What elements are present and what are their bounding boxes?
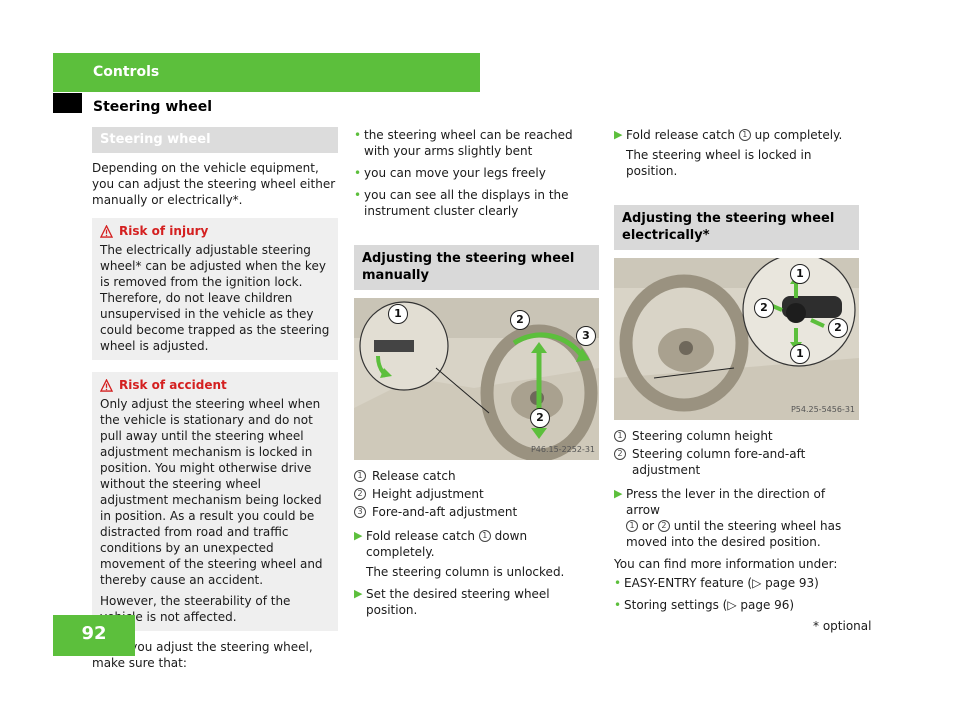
legend-item: 1 Steering column height [614, 428, 859, 444]
section-marker [53, 93, 82, 113]
intro-text: Depending on the vehicle equipment, you … [92, 161, 336, 207]
legend-text: Steering column height [632, 429, 773, 443]
figure-code: P46.15-2252-31 [530, 444, 595, 454]
bullet-icon: • [614, 576, 622, 590]
steering-wheel-manual-figure: 1 2 3 2 P46.15-2252-31 [354, 298, 599, 460]
instruction-step: ▶ Fold release catch 1 down completely. [354, 528, 599, 560]
number-icon: 1 [738, 128, 751, 141]
arrow-icon: ▶ [614, 487, 623, 500]
callout-1: 1 [790, 264, 810, 284]
section-band: Adjusting the steering wheel electricall… [614, 205, 859, 250]
chapter-bar [53, 53, 480, 92]
steering-wheel-illustration [354, 298, 599, 460]
step-text: up completely. [754, 128, 843, 142]
column-1: Steering wheel Depending on the vehicle … [92, 127, 338, 671]
list-item: •you can see all the displays in the ins… [354, 187, 599, 219]
reference-link[interactable]: EASY-ENTRY feature (▷ page 93) [624, 576, 819, 590]
reference-link[interactable]: Storing settings (▷ page 96) [624, 598, 795, 612]
warning-text: Only adjust the steering wheel when the … [100, 397, 323, 587]
warning-title: Risk of injury [119, 224, 209, 238]
reference-item: •EASY-ENTRY feature (▷ page 93) [614, 575, 859, 591]
band-title: Steering wheel [100, 132, 211, 147]
legend-item: 2 Steering column fore-and-aft adjustment [614, 446, 859, 478]
outro-text: When you adjust the steering wheel, make… [92, 640, 313, 670]
number-icon: 1 [478, 529, 491, 542]
warning-header: Risk of injury [100, 223, 332, 239]
number-icon: 2 [354, 488, 366, 500]
bullet-text: the steering wheel can be reached with y… [364, 128, 573, 158]
legend-text: Height adjustment [372, 487, 484, 501]
arrow-icon: ▶ [614, 128, 623, 141]
instruction-step: ▶ Press the lever in the direction of ar… [614, 486, 859, 550]
chapter-title: Controls [93, 64, 160, 80]
step-text: Fold release catch [366, 529, 476, 543]
page-number: 92 [81, 623, 107, 644]
callout-1: 1 [790, 344, 810, 364]
callout-2: 2 [754, 298, 774, 318]
instruction-step: ▶ Set the desired steering wheel positio… [354, 586, 599, 618]
warning-title: Risk of accident [119, 378, 227, 392]
legend-text: Release catch [372, 469, 456, 483]
page-number-tab [53, 615, 135, 656]
number-icon: 3 [354, 506, 366, 518]
callout-2: 2 [530, 408, 550, 428]
section-title: Steering wheel [93, 99, 213, 115]
legend-text: Steering column fore-and-aft adjustment [632, 447, 806, 477]
bullet-text: you can see all the displays in the inst… [364, 188, 569, 218]
bullet-icon: • [354, 128, 362, 142]
callout-2: 2 [828, 318, 848, 338]
number-icon: 1 [354, 470, 366, 482]
step-text: or [641, 519, 655, 533]
bullet-icon: • [614, 598, 622, 612]
warning-text: The electrically adjustable steering whe… [100, 243, 330, 353]
instruction-step: ▶ Fold release catch 1 up completely. [614, 127, 859, 143]
step-text: Set the desired steering wheel position. [366, 587, 550, 617]
callout-2: 2 [510, 310, 530, 330]
band-title: Adjusting the steering wheel manually [362, 251, 575, 283]
reference-item: •Storing settings (▷ page 96) [614, 597, 859, 613]
bullet-text: you can move your legs freely [364, 166, 546, 180]
legend-item: 3 Fore-and-aft adjustment [354, 504, 599, 520]
step-text: Press the lever in the direction of arro… [626, 487, 826, 517]
warning-triangle-icon [100, 378, 113, 392]
legend-item: 1 Release catch [354, 468, 599, 484]
warning-box-injury: Risk of injury The electrically adjustab… [92, 218, 338, 360]
bullet-icon: • [354, 166, 362, 180]
section-band: Steering wheel [92, 127, 338, 153]
more-info-text: You can find more information under: [614, 557, 838, 571]
list-item: •the steering wheel can be reached with … [354, 127, 599, 159]
callout-1: 1 [388, 304, 408, 324]
legend-item: 2 Height adjustment [354, 486, 599, 502]
step-text: Fold release catch [626, 128, 736, 142]
step-text: until the steering wheel has moved into … [626, 519, 842, 549]
column-3: ▶ Fold release catch 1 up completely. Th… [614, 127, 859, 619]
number-icon: 2 [657, 519, 670, 532]
list-item: •you can move your legs freely [354, 165, 599, 181]
warning-box-accident: Risk of accident Only adjust the steerin… [92, 372, 338, 631]
steering-wheel-electric-figure: 1 2 2 1 P54.25-5456-31 [614, 258, 859, 420]
steering-wheel-illustration [614, 258, 859, 420]
footnote: * optional [813, 619, 872, 633]
column-2: •the steering wheel can be reached with … [354, 127, 599, 618]
warning-header: Risk of accident [100, 377, 332, 393]
legend-text: Fore-and-aft adjustment [372, 505, 518, 519]
band-title: Adjusting the steering wheel electricall… [622, 211, 835, 243]
step-note: The steering wheel is locked in position… [626, 148, 812, 178]
warning-triangle-icon [100, 224, 113, 238]
step-note: The steering column is unlocked. [366, 565, 565, 579]
bullet-icon: • [354, 188, 362, 202]
section-band: Adjusting the steering wheel manually [354, 245, 599, 290]
callout-3: 3 [576, 326, 596, 346]
number-icon: 1 [614, 430, 626, 442]
number-icon: 1 [626, 519, 638, 532]
arrow-icon: ▶ [354, 587, 363, 600]
step-text: down completely. [366, 529, 528, 559]
figure-legend: 1 Steering column height 2 Steering column… [614, 428, 859, 478]
arrow-icon: ▶ [354, 529, 363, 542]
number-icon: 2 [614, 448, 626, 460]
figure-code: P54.25-5456-31 [790, 404, 855, 414]
figure-legend: 1 Release catch 2 Height adjustment 3 Fore-… [354, 468, 599, 520]
